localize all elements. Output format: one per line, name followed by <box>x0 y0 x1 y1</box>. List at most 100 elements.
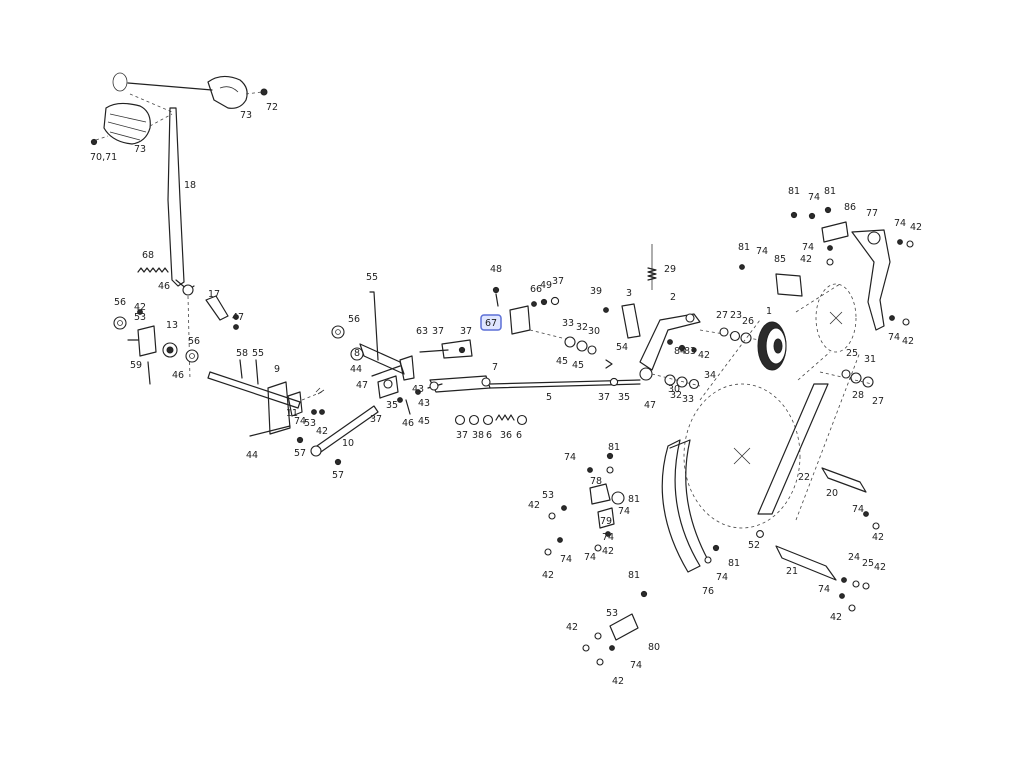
part-number-label: 43 <box>418 398 430 409</box>
part-number-label: 47 <box>356 380 368 391</box>
part-number-label: 30 <box>668 384 680 395</box>
part-number-label: 77 <box>866 208 878 219</box>
callout-47: 47 <box>644 400 656 411</box>
bracket-3 <box>621 303 641 339</box>
callout-86: 86 <box>844 202 856 213</box>
part-number-label: 28 <box>852 390 864 401</box>
callout-17: 17 <box>208 289 220 300</box>
part-number-label: 27 <box>872 396 884 407</box>
part-number-label: 31 <box>864 354 876 365</box>
part-number-label: 74 <box>756 246 768 257</box>
part-number-label: 2 <box>670 292 676 303</box>
callout-68: 68 <box>142 250 154 261</box>
callout-80: 80 <box>648 642 660 653</box>
callout-67: 67 <box>480 314 502 331</box>
callout-74: 74 <box>618 506 630 517</box>
part-number-label: 56 <box>114 297 126 308</box>
part-number-label: 11 <box>286 408 298 419</box>
callout-31: 31 <box>864 354 876 365</box>
part-number-label: 26 <box>742 316 754 327</box>
part-number-label: 42 <box>542 570 554 581</box>
part-number-label: 79 <box>600 516 612 527</box>
idler-outline <box>815 283 857 353</box>
callout-73: 73 <box>134 144 146 155</box>
callout-74: 74 <box>852 504 864 515</box>
part-number-label: 74 <box>294 416 306 427</box>
part-number-label: 74 <box>716 572 728 583</box>
part-number-label: 21 <box>786 566 798 577</box>
callout-37: 37 <box>598 392 610 403</box>
part-number-label: 81 <box>628 494 640 505</box>
part-number-label: 8 <box>354 348 360 359</box>
link-bracket <box>205 295 229 321</box>
lever-2 <box>639 313 701 371</box>
tension-arm-assembly <box>756 467 880 612</box>
callout-49: 49 <box>540 280 552 291</box>
bracket-86 <box>821 221 849 243</box>
part-number-label: 53 <box>134 312 146 323</box>
brake-band-assembly <box>544 439 720 573</box>
arm-21 <box>775 545 837 581</box>
part-number-label: 52 <box>748 540 760 551</box>
callout-43: 43 <box>418 398 430 409</box>
part-number-label: 81 <box>788 186 800 197</box>
part-number-label: 24 <box>848 552 860 563</box>
part-number-label: 46 <box>402 418 414 429</box>
part-number-label: 81 <box>608 442 620 453</box>
part-number-label: 42 <box>902 336 914 347</box>
part-number-label: 76 <box>702 586 714 597</box>
callout-13: 13 <box>166 320 178 331</box>
part-number-label: 6 <box>486 430 492 441</box>
callout-43: 43 <box>412 384 424 395</box>
grip-cap <box>112 72 128 92</box>
link-bar <box>429 375 491 393</box>
part-number-label: 39 <box>590 286 602 297</box>
part-number-label: 74 <box>818 584 830 595</box>
part-number-label: 22 <box>798 472 810 483</box>
part-number-label: 42 <box>528 500 540 511</box>
callout-5: 5 <box>546 392 552 403</box>
callout-37: 37 <box>370 414 382 425</box>
part-number-label: 25 <box>862 558 874 569</box>
callout-74: 74 <box>584 552 596 563</box>
callout-46: 46 <box>158 281 170 292</box>
callout-70,71: 70,71 <box>90 152 117 163</box>
callout-56: 56 <box>114 297 126 308</box>
part-number-label: 66 <box>530 284 542 295</box>
callout-84: 84 <box>674 346 686 357</box>
callout-74: 74 <box>808 192 820 203</box>
part-number-label: 32 <box>670 390 682 401</box>
callout-55: 55 <box>252 348 264 359</box>
callout-53: 53 <box>304 418 316 429</box>
part-number-label: 34 <box>704 370 716 381</box>
callout-46: 46 <box>172 370 184 381</box>
part-number-label: 55 <box>366 272 378 283</box>
callout-74: 74 <box>564 452 576 463</box>
callout-27: 27 <box>716 310 728 321</box>
part-number-label: 46 <box>172 370 184 381</box>
part-number-label: 80 <box>648 642 660 653</box>
screw <box>260 88 268 96</box>
part-number-label: 74 <box>894 218 906 229</box>
part-number-label: 35 <box>618 392 630 403</box>
part-number-label: 53 <box>304 418 316 429</box>
part-number-label: 83 <box>684 346 696 357</box>
callout-22: 22 <box>798 472 810 483</box>
part-number-label: 25 <box>846 348 858 359</box>
part-number-label: 45 <box>418 416 430 427</box>
part-number-label: 35 <box>386 400 398 411</box>
part-number-label: 17 <box>208 289 220 300</box>
callout-53: 53 <box>134 312 146 323</box>
part-number-label: 74 <box>802 242 814 253</box>
part-number-label: 1 <box>766 306 772 317</box>
bottom-bracket-assembly <box>582 590 648 666</box>
part-number-label: 42 <box>566 622 578 633</box>
part-number-label: 42 <box>830 612 842 623</box>
callout-37: 37 <box>552 276 564 287</box>
callout-79: 79 <box>600 516 612 527</box>
callout-25: 25 <box>846 348 858 359</box>
part-number-label: 73 <box>134 144 146 155</box>
callout-6: 6 <box>486 430 492 441</box>
part-number-label: 45 <box>572 360 584 371</box>
